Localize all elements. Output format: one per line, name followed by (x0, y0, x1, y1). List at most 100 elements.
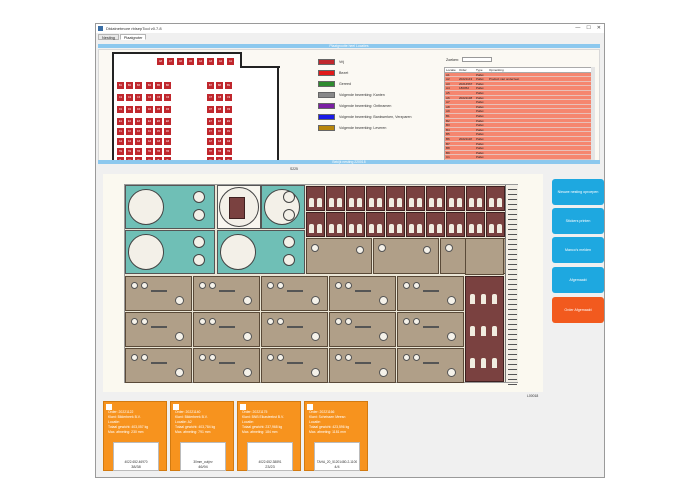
location-cell[interactable]: G5 (155, 138, 162, 145)
location-cell[interactable]: B3 (135, 82, 142, 89)
column-header[interactable]: Opmerking (489, 68, 504, 72)
location-cell[interactable]: H2 (126, 148, 133, 155)
table-scrollbar[interactable] (591, 67, 595, 161)
location-cell[interactable]: C8 (216, 94, 223, 101)
location-cell[interactable]: F7 (207, 128, 214, 135)
location-cell[interactable]: C5 (155, 94, 162, 101)
location-cell[interactable]: E7 (207, 118, 214, 125)
location-cell[interactable]: F6 (164, 128, 171, 135)
report-shortage-button[interactable]: Manco's melden (552, 237, 604, 263)
location-cell[interactable]: B5 (155, 82, 162, 89)
location-cell[interactable]: B2 (126, 82, 133, 89)
location-cell[interactable]: E4 (146, 118, 153, 125)
location-cell[interactable]: F2 (126, 128, 133, 135)
location-cell[interactable]: G6 (164, 138, 171, 145)
completed-button[interactable]: Afgemaakt (552, 267, 604, 293)
print-stickers-button[interactable]: Stickers printen (552, 208, 604, 234)
location-cell[interactable]: D6 (164, 106, 171, 113)
order-completed-button[interactable]: Order Afgemaakt (552, 297, 604, 323)
location-cell[interactable]: C4 (146, 94, 153, 101)
location-cell[interactable]: D2 (126, 106, 133, 113)
location-cell[interactable]: D9 (225, 106, 232, 113)
location-cell[interactable]: H5 (155, 148, 162, 155)
location-cell[interactable]: F4 (146, 128, 153, 135)
location-cell[interactable]: G9 (225, 138, 232, 145)
location-cell[interactable]: B8 (216, 82, 223, 89)
location-cell[interactable]: E6 (164, 118, 171, 125)
location-cell[interactable]: A8 (157, 58, 164, 65)
tab-nesting[interactable]: Nesting (98, 34, 119, 40)
location-cell[interactable]: A6 (177, 58, 184, 65)
location-cell[interactable]: D8 (216, 106, 223, 113)
location-cell[interactable]: A2 (217, 58, 224, 65)
location-cell[interactable]: G3 (135, 138, 142, 145)
search-input[interactable] (462, 57, 492, 62)
close-icon[interactable]: ✕ (596, 25, 601, 31)
location-cell[interactable]: B7 (207, 82, 214, 89)
location-cell[interactable]: G2 (126, 138, 133, 145)
new-nesting-button[interactable]: Nieuwe nesting oproepen (552, 179, 604, 205)
location-cell[interactable]: D5 (155, 106, 162, 113)
location-cell[interactable]: G4 (146, 138, 153, 145)
location-cell[interactable]: B4 (146, 82, 153, 89)
column-header[interactable]: Locatie (446, 68, 456, 72)
location-cell[interactable]: G1 (117, 138, 124, 145)
location-cell[interactable]: H7 (207, 148, 214, 155)
minimize-icon[interactable]: — (575, 25, 581, 31)
location-cell[interactable]: D4 (146, 106, 153, 113)
column-header[interactable]: Order (459, 68, 467, 72)
tab-plaatgroter[interactable]: Plaatgroter (119, 34, 147, 40)
location-cell[interactable]: E5 (155, 118, 162, 125)
location-cell[interactable]: G7 (207, 138, 214, 145)
location-cell[interactable]: C6 (164, 94, 171, 101)
location-cell[interactable]: D3 (135, 106, 142, 113)
location-cell[interactable]: F1 (117, 128, 124, 135)
location-cell[interactable]: F3 (135, 128, 142, 135)
location-cell[interactable]: H3 (135, 148, 142, 155)
location-cell[interactable]: F8 (216, 128, 223, 135)
location-cell[interactable]: A3 (207, 58, 214, 65)
location-cell[interactable]: F9 (225, 128, 232, 135)
location-cell[interactable]: A4 (197, 58, 204, 65)
location-cell[interactable]: C9 (225, 94, 232, 101)
location-cell[interactable]: E9 (225, 118, 232, 125)
location-cell[interactable]: H4 (146, 148, 153, 155)
location-cell[interactable]: C7 (207, 94, 214, 101)
location-cell[interactable]: C2 (126, 94, 133, 101)
location-cell[interactable]: E8 (216, 118, 223, 125)
location-cell[interactable]: B6 (164, 82, 171, 89)
location-cell[interactable]: H1 (117, 148, 124, 155)
location-cell[interactable]: H9 (225, 148, 232, 155)
location-cell[interactable]: C1 (117, 94, 124, 101)
location-cell[interactable]: G8 (216, 138, 223, 145)
location-cell[interactable]: B9 (225, 82, 232, 89)
location-cell[interactable]: F5 (155, 128, 162, 135)
location-cell[interactable]: A7 (167, 58, 174, 65)
location-cell[interactable]: C3 (135, 94, 142, 101)
location-cell[interactable]: A5 (187, 58, 194, 65)
location-cell[interactable]: H8 (216, 148, 223, 155)
location-cell[interactable]: E1 (117, 118, 124, 125)
